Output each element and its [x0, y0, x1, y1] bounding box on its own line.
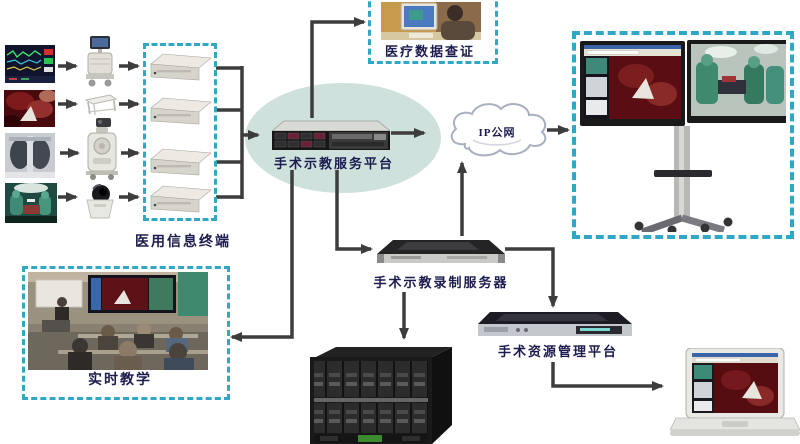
terminal-box [150, 185, 212, 213]
medical-terminals-box [143, 43, 217, 221]
display-wall-image [580, 40, 786, 232]
surgery-scene-image [5, 183, 57, 223]
terminal-box [150, 148, 212, 176]
teaching-platform-label: 手术示教服务平台 [273, 156, 394, 171]
xray-image [5, 133, 55, 178]
medical-terminals-label: 医用信息终端 [135, 235, 231, 250]
ultrasound-cart [86, 36, 114, 87]
resource-platform-image [478, 312, 632, 336]
display-wall-box [572, 31, 794, 239]
laptop-image [670, 348, 800, 436]
equipment-tower [86, 127, 118, 180]
realtime-classroom-label: 实时教学 [88, 373, 152, 388]
recording-server-image [377, 240, 505, 263]
ptz-camera [86, 184, 114, 219]
instrument-cart [84, 94, 118, 127]
realtime-classroom-box [22, 266, 230, 400]
ip-cloud-label: IP公网 [478, 127, 516, 139]
patient-monitor-image [5, 45, 55, 83]
teaching-platform-server-image [272, 120, 390, 150]
data-verification-image [381, 2, 481, 40]
recording-server-label: 手术示教录制服务器 [373, 275, 509, 290]
data-verification-box [368, 0, 498, 64]
ip-cloud [450, 103, 547, 157]
data-verification-label: 医疗数据查证 [384, 44, 475, 59]
endoscopy-image [4, 90, 55, 127]
terminal-box [150, 53, 212, 81]
terminal-box [150, 97, 212, 125]
realtime-classroom-image [28, 272, 208, 370]
resource-platform-label: 手术资源管理平台 [497, 344, 618, 359]
blade-server-image [310, 347, 452, 444]
